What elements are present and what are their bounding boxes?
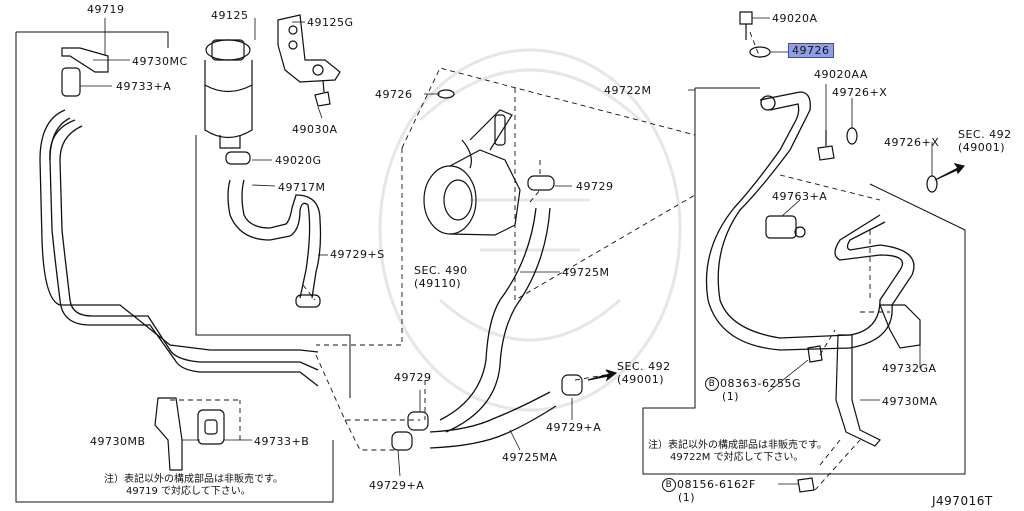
label-49725M[interactable]: 49725M bbox=[562, 266, 610, 279]
label-08363-qty: (1) bbox=[722, 390, 740, 403]
label-49729A-lower[interactable]: 49729+A bbox=[369, 479, 425, 492]
label-49719[interactable]: 49719 bbox=[87, 3, 125, 16]
bolt-49030A bbox=[314, 79, 331, 107]
dashed-leaders bbox=[170, 31, 890, 491]
diagram-id: J497016T bbox=[932, 494, 993, 508]
note-left-line1: 注）表記以外の構成部品は非販売です。 bbox=[104, 474, 283, 485]
hose-49717M bbox=[227, 179, 322, 299]
washer-49726-highlighted bbox=[749, 46, 771, 58]
label-49729[interactable]: 49729 bbox=[576, 180, 614, 193]
arrows bbox=[587, 163, 966, 382]
label-49763A[interactable]: 49763+A bbox=[772, 190, 828, 203]
sensor-49763A bbox=[765, 215, 806, 239]
label-49726[interactable]: 49726 bbox=[375, 88, 413, 101]
bracket-49125G bbox=[277, 14, 341, 83]
circle-b-icon: B bbox=[662, 478, 676, 492]
label-49125G[interactable]: 49125G bbox=[307, 16, 354, 29]
label-sec492-a[interactable]: SEC. 492 bbox=[617, 360, 671, 373]
clamp-49020G bbox=[225, 151, 251, 165]
label-49020G[interactable]: 49020G bbox=[275, 154, 322, 167]
clamp-49729A bbox=[391, 374, 583, 451]
note-right-line2: 49722M で対応して下さい。 bbox=[670, 452, 804, 463]
clamp-49729S bbox=[295, 294, 321, 308]
label-sec492-b[interactable]: SEC. 492 bbox=[958, 128, 1012, 141]
clamp-49730MC bbox=[61, 47, 109, 97]
label-sec490[interactable]: SEC. 490 bbox=[414, 264, 468, 277]
hose-49722M bbox=[705, 91, 915, 351]
label-49733A[interactable]: 49733+A bbox=[116, 80, 172, 93]
label-49729A[interactable]: 49729+A bbox=[546, 421, 602, 434]
label-49717M[interactable]: 49717M bbox=[278, 181, 326, 194]
bolt-49020AA bbox=[817, 130, 835, 161]
label-49030A[interactable]: 49030A bbox=[292, 123, 338, 136]
bracket-49730MA bbox=[797, 334, 881, 493]
label-sec492-a-sub: (49001) bbox=[617, 373, 665, 386]
label-08363-part: 08363-6255G bbox=[720, 377, 801, 390]
note-right-line1: 注）表記以外の構成部品は非販売です。 bbox=[648, 440, 827, 451]
reservoir-49125 bbox=[204, 39, 253, 149]
watermark-emblem bbox=[378, 48, 682, 412]
pump-sec490 bbox=[423, 109, 521, 236]
label-49730MC[interactable]: 49730MC bbox=[132, 55, 188, 68]
clamp-49732GA bbox=[879, 304, 921, 349]
label-49729-lower[interactable]: 49729 bbox=[394, 371, 432, 384]
label-sec490-sub: (49110) bbox=[414, 277, 462, 290]
hose-49725MA bbox=[429, 391, 557, 449]
label-08156-qty: (1) bbox=[678, 491, 696, 504]
circle-b-icon: B bbox=[705, 377, 719, 391]
note-right: 注）表記以外の構成部品は非販売です。 49722M で対応して下さい。 bbox=[648, 440, 827, 464]
label-49726X-second[interactable]: 49726+X bbox=[884, 136, 940, 149]
label-49722M[interactable]: 49722M bbox=[604, 84, 652, 97]
label-49726X[interactable]: 49726+X bbox=[832, 86, 888, 99]
label-49730MA[interactable]: 49730MA bbox=[882, 395, 938, 408]
assembly-frames bbox=[15, 31, 966, 503]
label-49020AA[interactable]: 49020AA bbox=[814, 68, 868, 81]
pipe-49719 bbox=[39, 109, 319, 387]
label-49020A[interactable]: 49020A bbox=[772, 12, 818, 25]
label-49730MB[interactable]: 49730MB bbox=[90, 435, 146, 448]
label-49733B[interactable]: 49733+B bbox=[254, 435, 310, 448]
clamp-49730MB bbox=[154, 397, 225, 471]
hose-49725M bbox=[439, 207, 551, 433]
label-49125[interactable]: 49125 bbox=[211, 9, 249, 22]
clamp-49729 bbox=[527, 175, 555, 191]
label-leaders bbox=[80, 17, 933, 485]
note-left: 注）表記以外の構成部品は非販売です。 49719 で対応して下さい。 bbox=[104, 474, 283, 498]
label-49732GA[interactable]: 49732GA bbox=[882, 362, 937, 375]
label-08156-part: 08156-6162F bbox=[677, 478, 756, 491]
note-left-line2: 49719 で対応して下さい。 bbox=[126, 486, 251, 497]
bolt-49020A bbox=[739, 11, 753, 40]
label-49726-highlighted[interactable]: 49726 bbox=[788, 43, 834, 58]
label-49729S[interactable]: 49729+S bbox=[330, 248, 385, 261]
label-sec492-b-sub: (49001) bbox=[958, 141, 1006, 154]
label-49725MA[interactable]: 49725MA bbox=[502, 451, 558, 464]
